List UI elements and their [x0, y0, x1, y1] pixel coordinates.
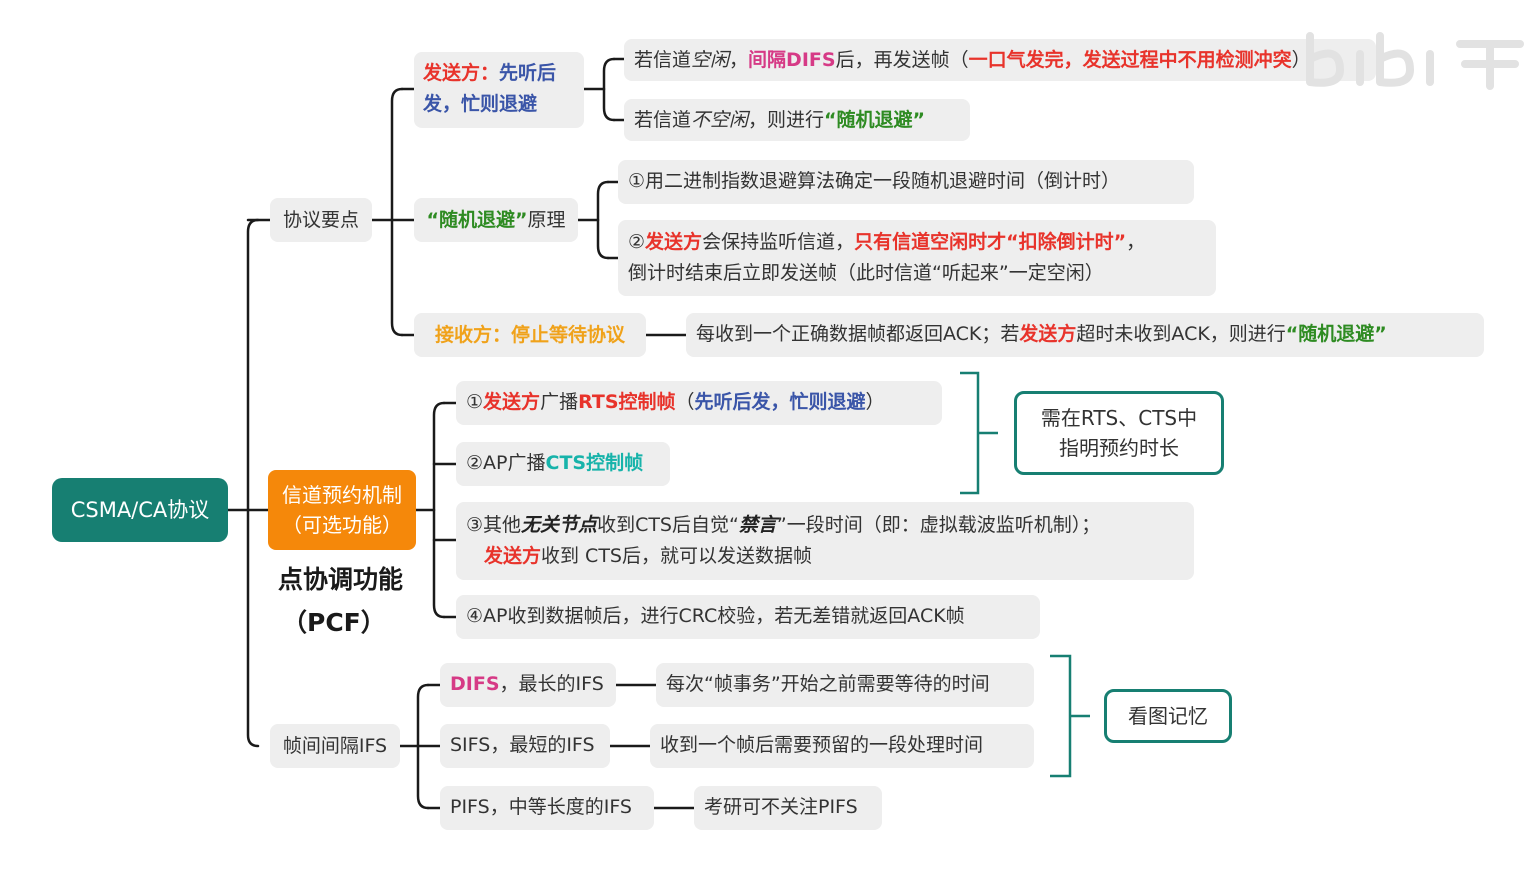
step1-c: 广播 — [540, 391, 579, 413]
item2-c: 会保持监听信道， — [702, 231, 855, 253]
difs-desc-node: 每次“帧事务”开始之前需要等待的时间 — [656, 663, 1034, 707]
sender-line2: 发，忙则退避 — [423, 89, 575, 120]
sifs-label: SIFS，最短的IFS — [450, 734, 595, 756]
root-node: CSMA/CA协议 — [52, 478, 228, 542]
backoff-item-2: ②发送方会保持监听信道，只有信道空闲时才“扣除倒计时”， 倒计时结束后立即发送帧… — [618, 220, 1216, 296]
receiver-detail-d: “随机退避” — [1285, 323, 1387, 345]
pifs-desc: 考研可不关注PIFS — [704, 796, 858, 818]
reservation-node: 信道预约机制 （可选功能） — [268, 470, 416, 550]
item2-sender: 发送方 — [645, 231, 703, 253]
receiver-detail-node: 每收到一个正确数据帧都返回ACK；若发送方超时未收到ACK，则进行“随机退避” — [686, 313, 1484, 357]
memo-label: 看图记忆 — [1128, 704, 1208, 728]
item2-e: ， — [1126, 231, 1146, 253]
step4-text: ④AP收到数据帧后，进行CRC校验，若无差错就返回ACK帧 — [466, 605, 965, 627]
step1-e: （ — [675, 391, 695, 413]
backoff-item-2-line2: 倒计时结束后立即发送帧（此时信道“听起来”一定空闲） — [628, 262, 1104, 284]
note-line-1: 需在RTS、CTS中 — [1040, 406, 1198, 430]
step3-line2: 发送方收到 CTS后，就可以发送数据帧 — [466, 541, 1184, 572]
busy-text-c: ，则进行 — [748, 109, 825, 131]
sifs-desc: 收到一个帧后需要预留的一段处理时间 — [660, 734, 984, 756]
step1-g: ） — [865, 391, 885, 413]
reservation-step-1: ①发送方广播RTS控制帧（先听后发，忙则退避） — [456, 381, 942, 425]
backoff-label-green: “随机退避” — [426, 209, 528, 231]
pcf-label-1: 点协调功能 — [278, 565, 404, 594]
difs-label-b: ，最长的IFS — [499, 673, 604, 695]
step1-sender: 发送方 — [483, 391, 541, 413]
item2-a: ② — [628, 231, 646, 253]
root-label: CSMA/CA协议 — [70, 498, 210, 522]
ifs-node: 帧间间隔IFS — [270, 724, 400, 768]
backoff-item-1-text: ①用二进制指数退避算法确定一段随机退避时间（倒计时） — [628, 170, 1121, 192]
step2-cts: CTS控制帧 — [545, 452, 644, 474]
idle-text-a: 若信道 — [634, 49, 692, 71]
pifs-label: PIFS，中等长度的IFS — [450, 796, 632, 818]
reservation-step-2: ②AP广播CTS控制帧 — [456, 442, 670, 486]
idle-text-difs: 间隔DIFS — [748, 49, 836, 71]
sender-label-red: 发送方： — [423, 62, 500, 84]
idle-text-e: 后，再发送帧（ — [835, 49, 969, 71]
backoff-item-1: ①用二进制指数退避算法确定一段随机退避时间（倒计时） — [618, 160, 1194, 204]
rts-cts-note: 需在RTS、CTS中 指明预约时长 — [1014, 391, 1224, 475]
step3-sender: 发送方 — [484, 545, 542, 567]
busy-text-d: “随机退避” — [824, 109, 926, 131]
pcf-label-2: （PCF） — [282, 608, 386, 637]
difs-desc: 每次“帧事务”开始之前需要等待的时间 — [666, 673, 990, 695]
sender-idle-node: 若信道空闲，间隔DIFS后，再发送帧（一口气发完，发送过程中不用检测冲突） — [624, 39, 1376, 81]
step1-a: ① — [466, 391, 484, 413]
reservation-label-1: 信道预约机制 — [282, 483, 402, 507]
step3-line1: ③其他无关节点收到CTS后自觉“禁言”一段时间（即：虚拟载波监听机制）； — [466, 510, 1184, 541]
step1-f: 先听后发，忙则退避 — [694, 391, 866, 413]
protocol-node: 协议要点 — [270, 198, 372, 242]
idle-text-g: ） — [1291, 49, 1311, 71]
step3-e: ”一段时间（即：虚拟载波监听机制）； — [776, 514, 1101, 536]
sender-label-blue-2: 发，忙则退避 — [423, 93, 538, 115]
pifs-node: PIFS，中等长度的IFS — [440, 786, 654, 830]
receiver-node: 接收方：停止等待协议 — [414, 313, 646, 357]
receiver-detail-c: 超时未收到ACK，则进行 — [1076, 323, 1286, 345]
sifs-desc-node: 收到一个帧后需要预留的一段处理时间 — [650, 724, 1034, 768]
step2-a: ②AP广播 — [466, 452, 546, 474]
receiver-label: 接收方：停止等待协议 — [434, 324, 625, 346]
difs-label: DIFS — [450, 673, 500, 695]
idle-text-b: 空闲 — [691, 49, 730, 71]
step3-d: 禁言 — [738, 514, 777, 536]
memo-node: 看图记忆 — [1104, 689, 1232, 743]
step3-line2-b: 收到 CTS后，就可以发送数据帧 — [541, 545, 812, 567]
busy-text-a: 若信道 — [634, 109, 692, 131]
busy-text-b: 不空闲 — [691, 109, 749, 131]
pifs-desc-node: 考研可不关注PIFS — [694, 786, 882, 830]
step3-c: 收到CTS后自觉“ — [597, 514, 739, 536]
step3-a: ③其他 — [466, 514, 522, 536]
sender-node: 发送方：先听后 发，忙则退避 — [414, 52, 584, 128]
note-line-2: 指明预约时长 — [1059, 436, 1179, 460]
step1-rts: RTS控制帧 — [578, 391, 676, 413]
idle-text-f: 一口气发完，发送过程中不用检测冲突 — [968, 49, 1292, 71]
backoff-node: “随机退避”原理 — [414, 198, 578, 242]
item2-d: 只有信道空闲时才“扣除倒计时” — [854, 231, 1127, 253]
difs-node: DIFS，最长的IFS — [440, 663, 616, 707]
reservation-label-2: （可选功能） — [282, 513, 402, 537]
protocol-label: 协议要点 — [282, 209, 359, 231]
sender-label-blue: 先听后 — [499, 62, 557, 84]
receiver-detail-a: 每收到一个正确数据帧都返回ACK；若 — [696, 323, 1020, 345]
reservation-step-4: ④AP收到数据帧后，进行CRC校验，若无差错就返回ACK帧 — [456, 595, 1040, 639]
ifs-label: 帧间间隔IFS — [282, 735, 388, 757]
sender-line1: 发送方：先听后 — [423, 58, 575, 89]
backoff-label-b: 原理 — [527, 209, 566, 231]
step3-b: 无关节点 — [521, 514, 598, 536]
backoff-item-2-line1: ②发送方会保持监听信道，只有信道空闲时才“扣除倒计时”， — [628, 227, 1206, 258]
sifs-node: SIFS，最短的IFS — [440, 724, 610, 768]
idle-text-c: ， — [729, 49, 749, 71]
watermark-logo-icon — [1306, 32, 1524, 90]
reservation-step-3: ③其他无关节点收到CTS后自觉“禁言”一段时间（即：虚拟载波监听机制）； 发送方… — [456, 502, 1194, 580]
sender-busy-node: 若信道不空闲，则进行“随机退避” — [624, 99, 970, 141]
receiver-detail-sender: 发送方 — [1019, 323, 1077, 345]
